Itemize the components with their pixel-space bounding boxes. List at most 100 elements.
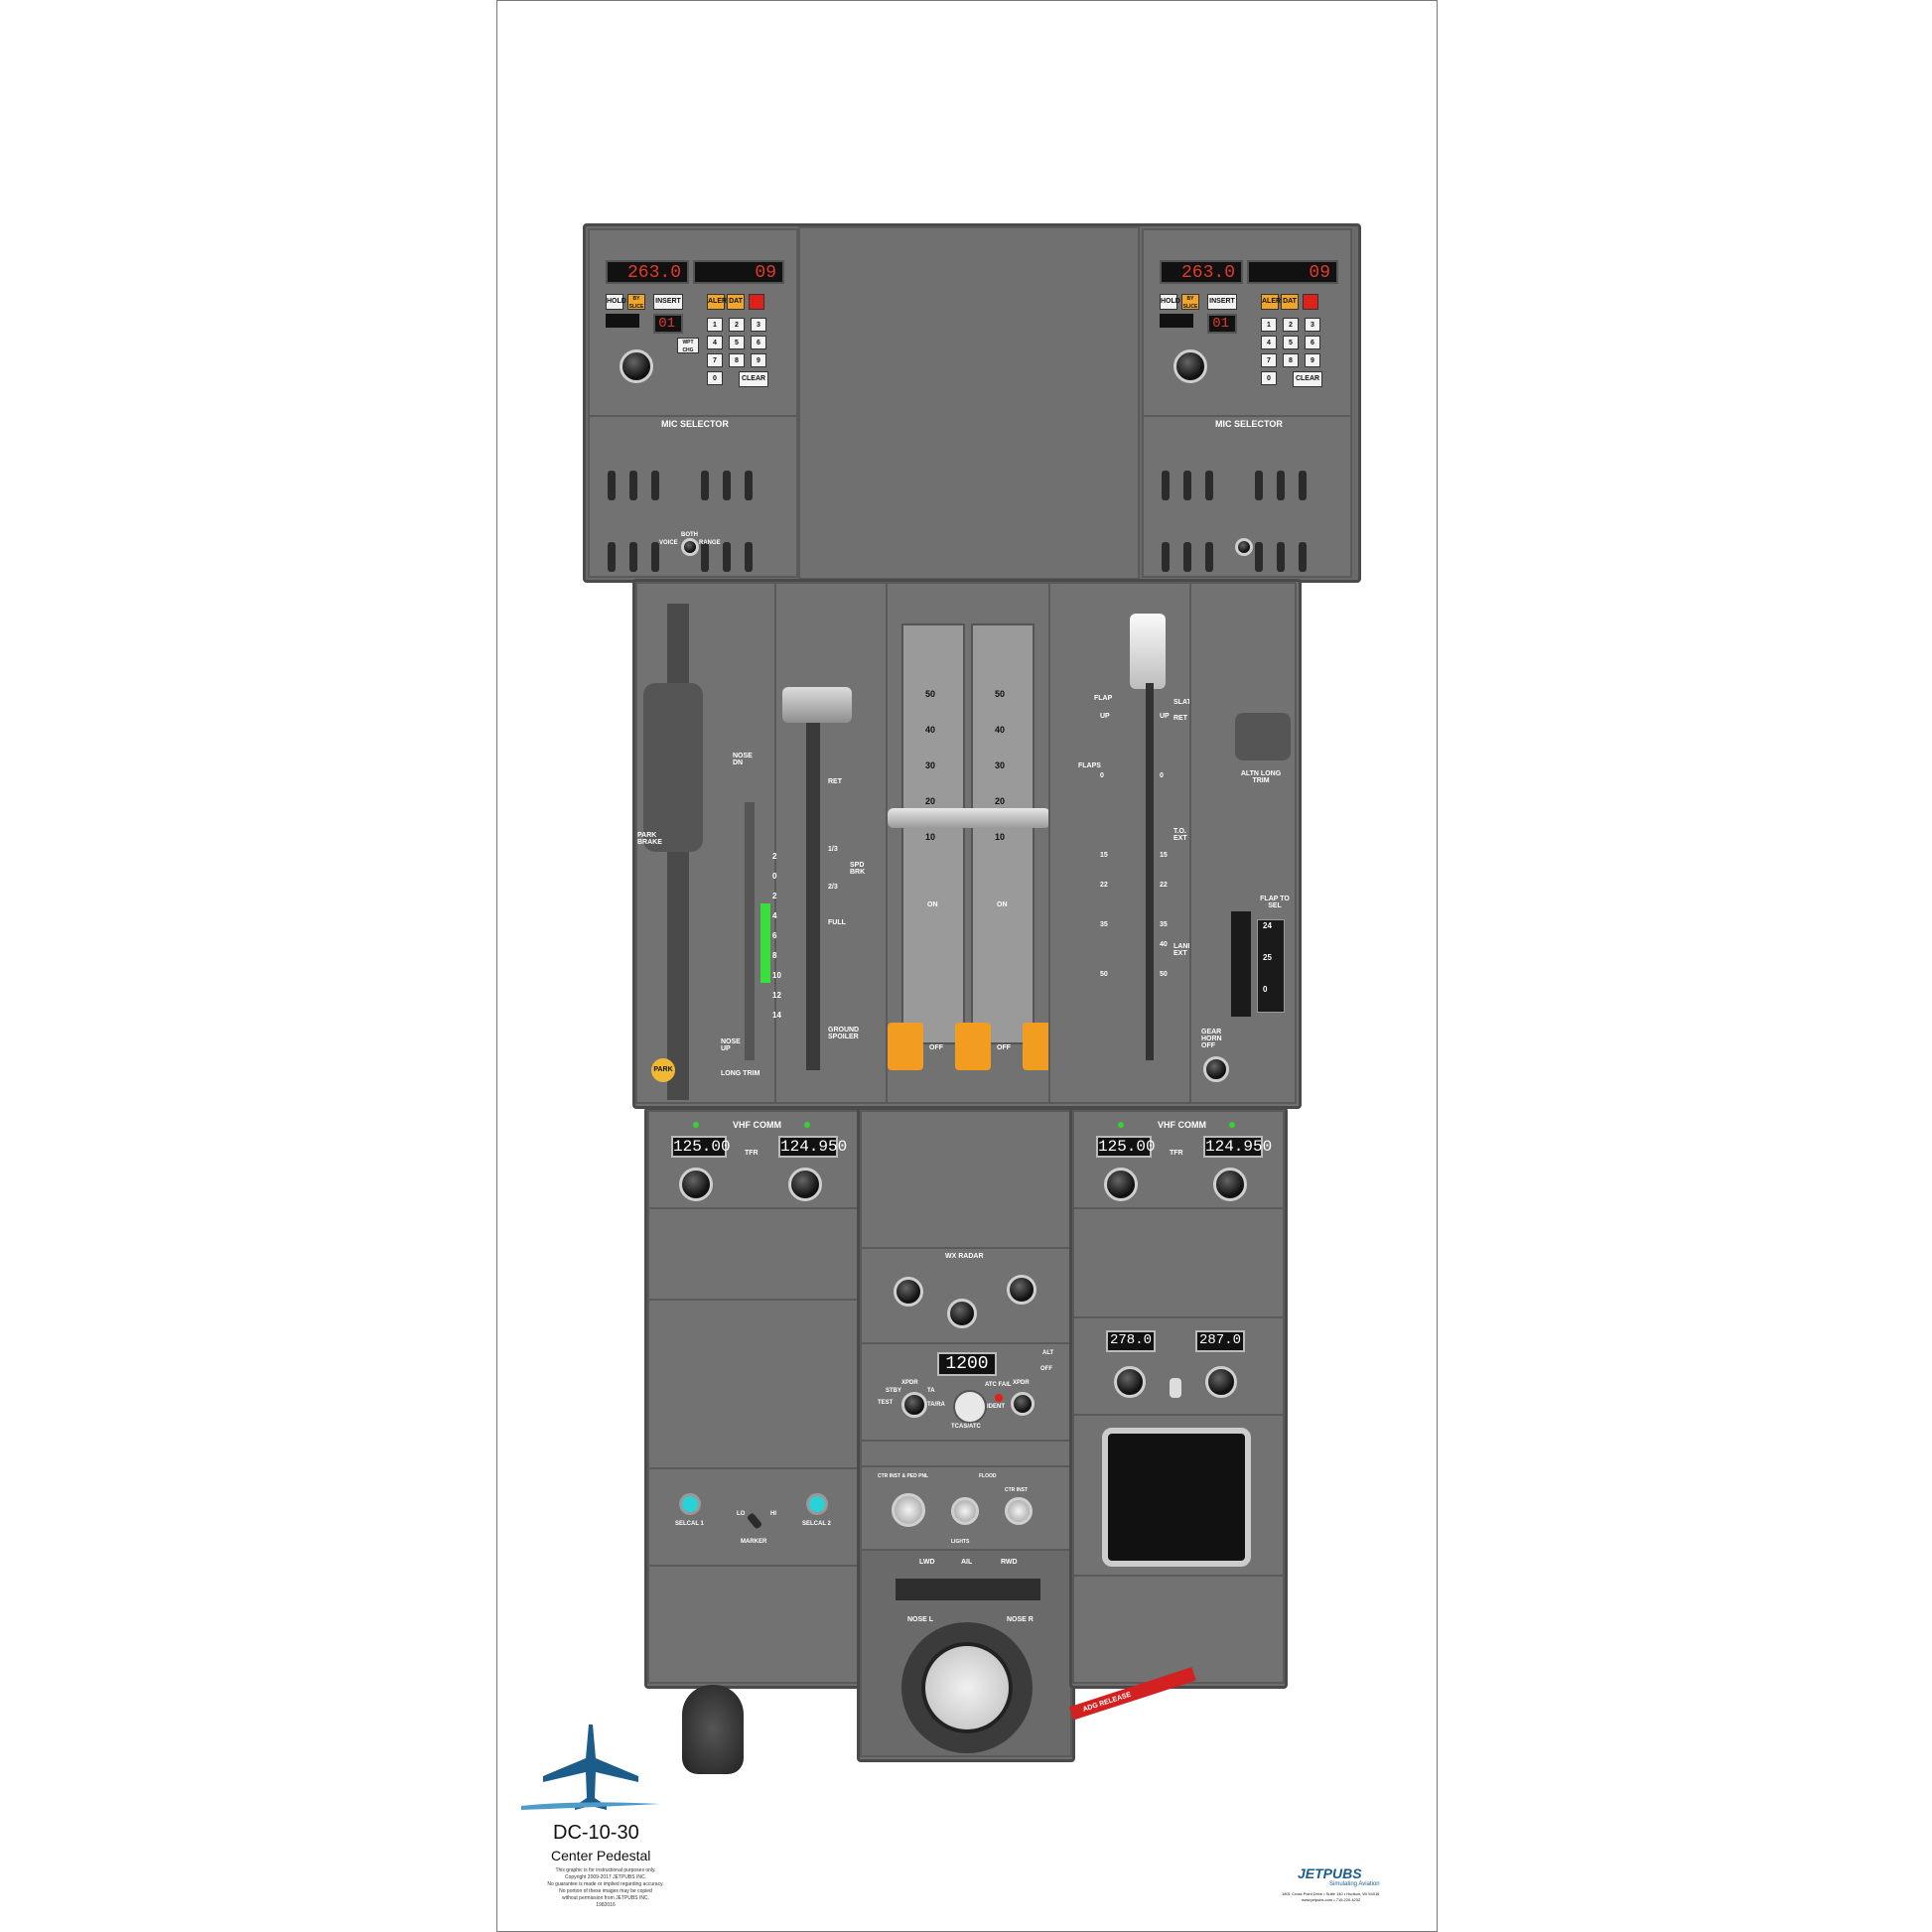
marker-switch[interactable] [746, 1512, 763, 1530]
number-key-9[interactable]: 9 [1305, 353, 1320, 367]
flap-handle[interactable] [1130, 614, 1166, 689]
mic-toggle[interactable] [1183, 542, 1191, 572]
mic-toggle[interactable] [1277, 542, 1285, 572]
number-key-6[interactable]: 6 [1305, 336, 1320, 349]
flap-to-sel-wheel[interactable] [1231, 911, 1251, 1017]
number-key-5[interactable]: 5 [1283, 336, 1299, 349]
adf-knob-2[interactable] [1205, 1366, 1237, 1398]
mic-toggle[interactable] [1299, 542, 1307, 572]
by-slice-button-right[interactable]: BY SLICE [1181, 294, 1199, 310]
voice-range-selector[interactable] [1235, 538, 1253, 556]
number-key-4[interactable]: 4 [1261, 336, 1277, 349]
dat-button[interactable]: DAT [727, 294, 745, 310]
number-key-7[interactable]: 7 [707, 353, 723, 367]
mic-toggle[interactable] [629, 542, 637, 572]
mic-toggle[interactable] [608, 542, 616, 572]
vhf-left-knob-1[interactable] [679, 1168, 713, 1201]
mic-toggle[interactable] [651, 471, 659, 500]
number-key-3[interactable]: 3 [751, 318, 766, 332]
wx-range-knob[interactable] [1007, 1275, 1036, 1305]
number-key-4[interactable]: 4 [707, 336, 723, 349]
selcal-2-light[interactable] [806, 1493, 828, 1515]
number-key-8[interactable]: 8 [1283, 353, 1299, 367]
voice-range-selector[interactable] [681, 538, 699, 556]
mic-toggle[interactable] [701, 542, 709, 572]
red-button-right[interactable] [1303, 294, 1318, 310]
vhf-left-tfr[interactable]: TFR [745, 1150, 759, 1157]
wpt-chg-button[interactable]: WPT CHG [677, 338, 699, 353]
altn-trim-switch[interactable] [1235, 713, 1291, 760]
red-button[interactable] [749, 294, 764, 310]
mic-toggle[interactable] [745, 542, 753, 572]
alert-button[interactable]: ALERT [707, 294, 731, 310]
gear-horn-button[interactable] [1203, 1056, 1229, 1082]
mic-toggle[interactable] [629, 471, 637, 500]
rudder-trim-knob[interactable] [921, 1642, 1013, 1733]
mic-toggle[interactable] [701, 471, 709, 500]
mic-toggle[interactable] [1299, 471, 1307, 500]
flap-to-sel-window [1257, 919, 1285, 1013]
clear-button-right[interactable]: CLEAR [1293, 371, 1322, 387]
park-brake-handle[interactable] [643, 683, 703, 852]
number-key-1[interactable]: 1 [1261, 318, 1277, 332]
number-key-2[interactable]: 2 [1283, 318, 1299, 332]
number-key-5[interactable]: 5 [729, 336, 745, 349]
mic-toggle[interactable] [723, 542, 731, 572]
mic-toggle[interactable] [1183, 471, 1191, 500]
mode-selector-knob-right[interactable] [1173, 349, 1207, 383]
fuel-cutoff-lever[interactable] [955, 1023, 991, 1070]
hold-button[interactable]: HOLD [606, 294, 626, 310]
mic-toggle[interactable] [745, 471, 753, 500]
mic-toggle[interactable] [723, 471, 731, 500]
number-key-3[interactable]: 3 [1305, 318, 1320, 332]
xpdr-select-knob[interactable] [1011, 1392, 1035, 1416]
insert-button-right[interactable]: INSERT [1207, 294, 1237, 310]
bottom-tiller[interactable] [682, 1685, 744, 1774]
mic-toggle[interactable] [1255, 542, 1263, 572]
atc-ident-knob[interactable] [953, 1390, 987, 1424]
dat-button-right[interactable]: DAT [1281, 294, 1299, 310]
number-key-1[interactable]: 1 [707, 318, 723, 332]
hold-button-right[interactable]: HOLD [1160, 294, 1180, 310]
number-key-8[interactable]: 8 [729, 353, 745, 367]
number-key-0[interactable]: 0 [1261, 371, 1277, 385]
mic-toggle[interactable] [1162, 542, 1170, 572]
mic-toggle[interactable] [651, 542, 659, 572]
speed-brake-handle[interactable] [782, 687, 852, 723]
number-key-7[interactable]: 7 [1261, 353, 1277, 367]
mic-toggle[interactable] [1255, 471, 1263, 500]
number-key-6[interactable]: 6 [751, 336, 766, 349]
adf-mode-switch[interactable] [1170, 1378, 1181, 1398]
throttle-crossbar[interactable] [888, 808, 1050, 828]
insert-button[interactable]: INSERT [653, 294, 683, 310]
mic-toggle[interactable] [1277, 471, 1285, 500]
alert-button-right[interactable]: ALERT [1261, 294, 1285, 310]
wx-gain-knob[interactable] [894, 1277, 923, 1307]
clear-button[interactable]: CLEAR [739, 371, 768, 387]
mic-toggle[interactable] [1205, 471, 1213, 500]
ctr-inst-knob[interactable] [1005, 1497, 1033, 1525]
fuel-cutoff-lever[interactable] [888, 1023, 923, 1070]
number-key-9[interactable]: 9 [751, 353, 766, 367]
mic-toggle[interactable] [1162, 471, 1170, 500]
mic-toggle[interactable] [1205, 542, 1213, 572]
vhf-right-knob-2[interactable] [1213, 1168, 1247, 1201]
by-slice-button[interactable]: BY SLICE [627, 294, 645, 310]
mode-selector-knob[interactable] [620, 349, 653, 383]
flood-knob[interactable] [951, 1497, 979, 1525]
number-key-2[interactable]: 2 [729, 318, 745, 332]
mic-toggle[interactable] [608, 471, 616, 500]
adf-knob-1[interactable] [1114, 1366, 1146, 1398]
aileron-trim-wheel[interactable] [896, 1579, 1040, 1600]
selcal-1-light[interactable] [679, 1493, 701, 1515]
xpdr-mode-knob[interactable] [901, 1392, 927, 1418]
vhf-right-knob-1[interactable] [1104, 1168, 1138, 1201]
number-key-0[interactable]: 0 [707, 371, 723, 385]
park-light[interactable]: PARK [651, 1058, 675, 1082]
vhf-right-standby: 124.950 [1203, 1136, 1273, 1158]
ctr-inst-ped-knob[interactable] [892, 1493, 925, 1527]
vhf-right-tfr[interactable]: TFR [1170, 1150, 1183, 1157]
vhf-left-knob-2[interactable] [788, 1168, 822, 1201]
wx-tilt-knob[interactable] [947, 1299, 977, 1328]
